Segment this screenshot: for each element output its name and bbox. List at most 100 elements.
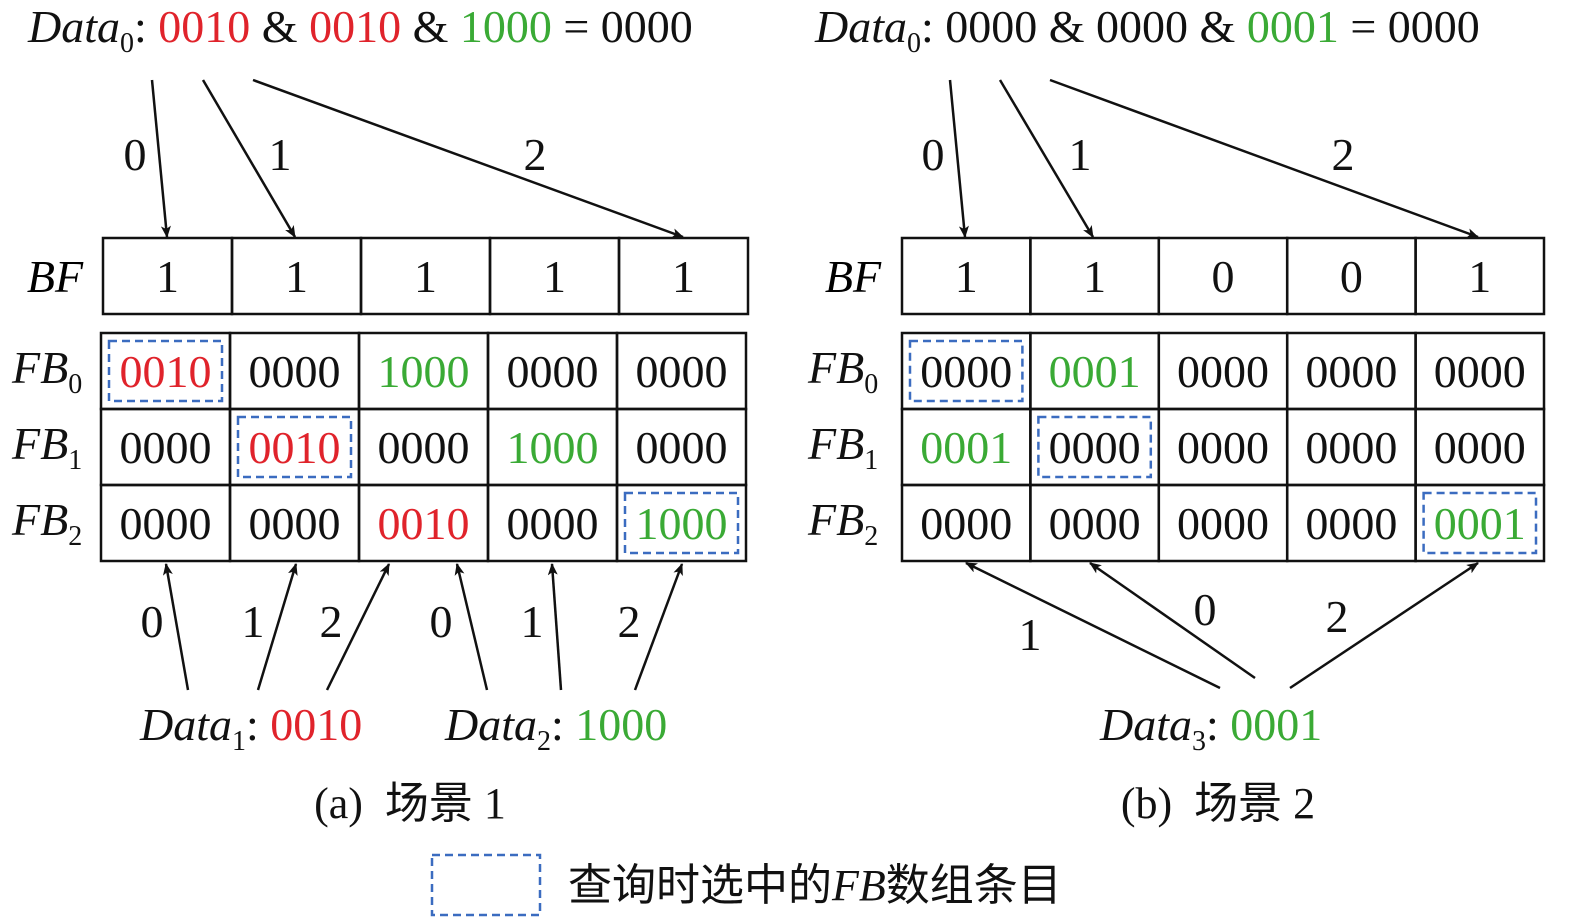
panel-a-fb-label-2-subscript: 2 <box>68 521 82 552</box>
panel-b-fb-label-2: FB2 <box>807 494 878 552</box>
query-term: 0000 & 0000 & <box>945 1 1247 52</box>
panel-a-bf-label: BF <box>27 251 84 302</box>
data-value: 0010 <box>270 699 362 750</box>
legend-dashed-box <box>430 853 542 917</box>
panel-b-fb-value: 0000 <box>1177 422 1269 473</box>
panel-a-fb-value: 0000 <box>120 498 212 549</box>
panel-b-hash-arrow-1 <box>998 79 1095 238</box>
panel-b-fb-value: 0000 <box>1177 346 1269 397</box>
panel-b-fb-value: 0000 <box>920 346 1012 397</box>
panel-a-fb-value: 0010 <box>249 422 341 473</box>
panel-a-fb-value: 0000 <box>636 422 728 473</box>
panel-a-hash-index-label: 0 <box>124 129 147 180</box>
panel-a-fb-value: 0000 <box>378 422 470 473</box>
panel-b-selected-entry-box <box>1037 415 1153 479</box>
panel-a-fb-value: 1000 <box>507 422 599 473</box>
panel-b-insert-arrow-0 <box>965 561 1221 690</box>
panel-a-insert-index-label: 2 <box>618 596 641 647</box>
panel-b-fb-label-1-name: FB <box>807 418 864 469</box>
panel-b-caption: (b) 场景 2 <box>1121 779 1315 828</box>
panel-a-selected-entry-box <box>107 339 224 403</box>
panel-b-query-label: Data0: 0000 & 0000 & 0001 = 0000 <box>814 1 1480 59</box>
panel-b-fb-value: 0000 <box>1049 498 1141 549</box>
panel-a-insert-index-label: 2 <box>320 596 343 647</box>
panel-a-fb-value: 0000 <box>249 346 341 397</box>
panel-b-bf-bit: 1 <box>955 251 978 302</box>
panel-b-hash-arrow-0 <box>948 79 969 238</box>
panel-a-insert-index-label: 0 <box>141 596 164 647</box>
panel-a-insert-arrow-3 <box>454 563 489 691</box>
panel-b-bf-bit: 1 <box>1083 251 1106 302</box>
panel-a-caption: (a) 场景 1 <box>314 779 506 828</box>
panel-b-fb-cell <box>1414 483 1546 563</box>
subscript: 2 <box>537 726 551 757</box>
colon: : <box>921 1 945 52</box>
panel-b-fb-label-2-subscript: 2 <box>864 521 878 552</box>
panel-b-inserted-data-label: Data3: 0001 <box>1099 699 1322 757</box>
panel-a-insert-index-label: 1 <box>521 596 544 647</box>
panel-a-fb-value: 1000 <box>378 346 470 397</box>
panel-a-fb-label-1-name: FB <box>11 418 68 469</box>
panel-b-fb-value: 0000 <box>920 498 1012 549</box>
data-name-label: Data <box>1099 699 1192 750</box>
panel-a-insert-index-label: 0 <box>430 596 453 647</box>
panel-a-fb-label-0-subscript: 0 <box>68 369 82 400</box>
panel-a-fb-label-0: FB0 <box>11 342 82 400</box>
query-term: = 0000 <box>1339 1 1480 52</box>
panel-a-insert-arrow-5 <box>633 563 684 691</box>
query-term: = 0000 <box>552 1 693 52</box>
legend-text: 数组条目 <box>886 861 1062 910</box>
panel-a-hash-arrow-2 <box>252 78 684 239</box>
panel-a-bf-bit: 1 <box>285 251 308 302</box>
panel-b-fb-value: 0001 <box>920 422 1012 473</box>
panel-b-hash-index-label: 1 <box>1069 129 1092 180</box>
panel-b-fb-label-0-subscript: 0 <box>864 369 878 400</box>
panel-b-fb-label-0-name: FB <box>807 342 864 393</box>
panel-a-insert-index-label: 1 <box>242 596 265 647</box>
panel-a-fb-value: 1000 <box>636 498 728 549</box>
panel-b-fb-value: 0000 <box>1177 498 1269 549</box>
query-term: 0010 <box>158 1 250 52</box>
panel-b-selected-entry-box <box>1422 491 1538 555</box>
panel-a-bf-bit: 1 <box>543 251 566 302</box>
legend-fb: FB <box>831 861 886 910</box>
panel-b-fb-value: 0001 <box>1049 346 1141 397</box>
panel-b-fb-label-1: FB1 <box>807 418 878 476</box>
panel-b-fb-value: 0000 <box>1434 422 1526 473</box>
legend-text: 查询时选中的 <box>568 861 832 910</box>
panel-b-insert-arrow-2 <box>1289 561 1479 690</box>
data-name-label: Data <box>444 699 537 750</box>
subscript: 0 <box>120 28 134 59</box>
data-name-label: Data <box>814 1 907 52</box>
subscript: 1 <box>232 726 246 757</box>
panel-b-insert-index-label: 0 <box>1194 584 1217 635</box>
panel-a-fb-cell <box>615 483 748 563</box>
data-value: 1000 <box>575 699 667 750</box>
panel-a-fb-label-1: FB1 <box>11 418 82 476</box>
panel-b-fb-label-2-name: FB <box>807 494 864 545</box>
panel-a-fb-value: 0000 <box>249 498 341 549</box>
panel-a-fb-value: 0000 <box>507 346 599 397</box>
query-term: 1000 <box>460 1 552 52</box>
panel-a-insert-arrow-1 <box>256 563 298 691</box>
panel-a-bf-cell <box>617 236 750 316</box>
colon: : <box>1206 699 1230 750</box>
panel-b-fb-label-0: FB0 <box>807 342 878 400</box>
panel-a-insert-arrow-4 <box>547 563 563 691</box>
query-term: & <box>250 1 309 52</box>
panel-a-bf-bit: 1 <box>414 251 437 302</box>
subscript: 0 <box>907 28 921 59</box>
panel-a-fb-value: 0000 <box>507 498 599 549</box>
panel-b-fb-value: 0000 <box>1434 346 1526 397</box>
panel-a-fb-label-0-name: FB <box>11 342 68 393</box>
panel-a-selected-entry-box <box>236 415 353 479</box>
panel-a-hash-arrow-0 <box>150 79 171 238</box>
panel-b-fb-label-1-subscript: 1 <box>864 445 878 476</box>
panel-b-bf-bit: 0 <box>1212 251 1235 302</box>
panel-b-insert-index-label: 2 <box>1326 591 1349 642</box>
data-name-label: Data <box>27 1 120 52</box>
data-value: 0001 <box>1230 699 1322 750</box>
legend-label: 查询时选中的FB数组条目 <box>568 861 1062 910</box>
panel-b-insert-index-label: 1 <box>1019 609 1042 660</box>
